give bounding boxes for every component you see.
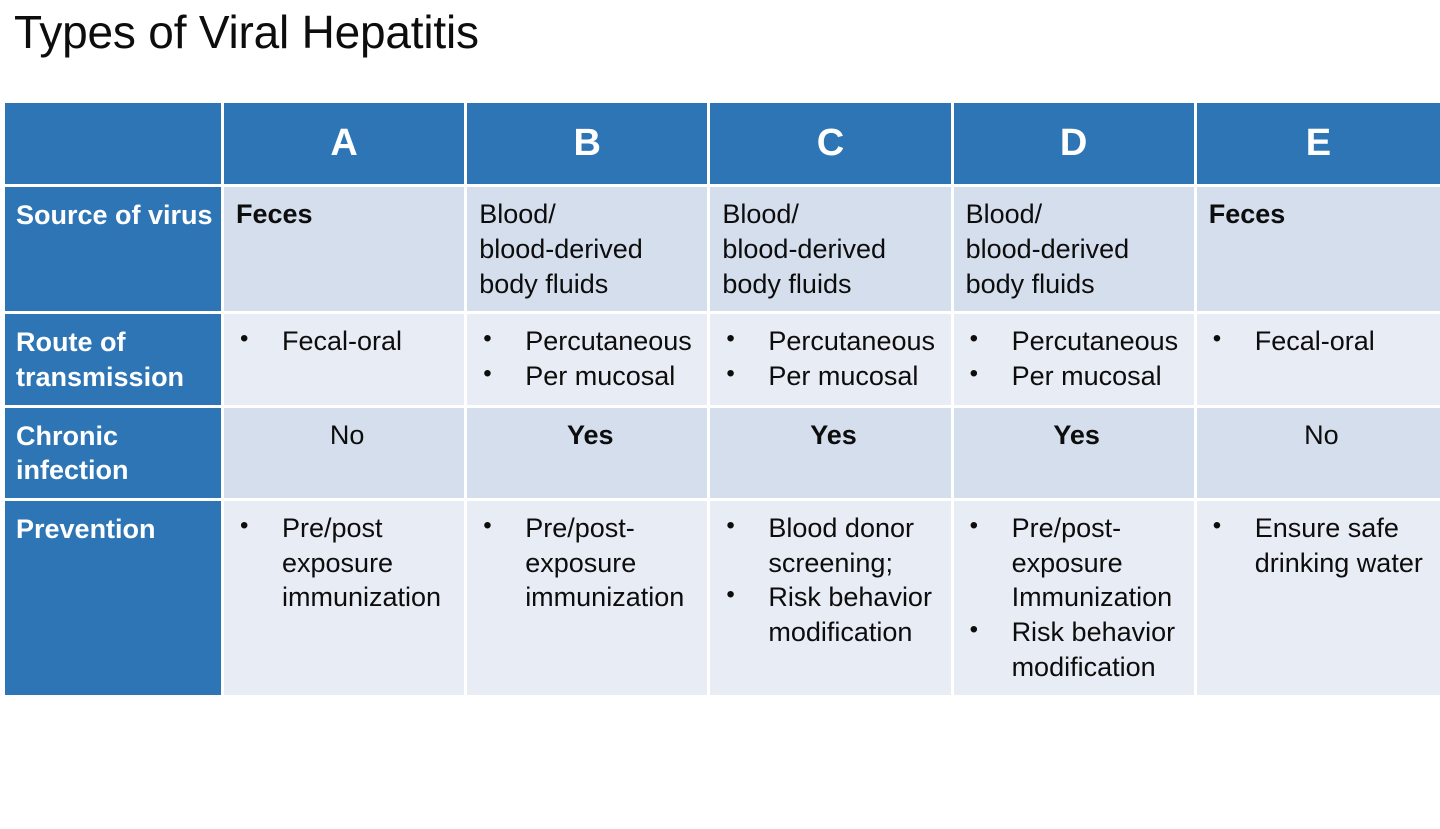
column-header-b: B <box>467 103 711 187</box>
bullet-item: Pre/post exposure immunization <box>236 510 458 615</box>
bullet-item: Pre/post- exposure immunization <box>479 510 701 615</box>
bullet-list: Blood donor screening;Risk behavior modi… <box>722 510 944 650</box>
bullet-list: Pre/post exposure immunization <box>236 510 458 615</box>
table-cell: Ensure safe drinking water <box>1196 500 1440 695</box>
bullet-item: Per mucosal <box>479 358 701 394</box>
bullet-list: PercutaneousPer mucosal <box>722 323 944 394</box>
comparison-table: A B C D E Source of virus Feces Blood/bloo… <box>5 103 1440 695</box>
table-cell: Pre/post- exposure immunization <box>467 500 711 695</box>
cell-text: Yes <box>810 419 857 450</box>
bullet-list: Pre/post- exposure immunization <box>479 510 701 615</box>
column-header-a: A <box>224 103 468 187</box>
bullet-item: Risk behavior modification <box>966 614 1188 685</box>
bullet-list: Fecal-oral <box>236 323 458 359</box>
column-header-c: C <box>710 103 954 187</box>
bullet-item: Per mucosal <box>966 358 1188 394</box>
table-cell: Blood donor screening;Risk behavior modi… <box>710 500 954 695</box>
table-cell: Yes <box>953 407 1197 501</box>
cell-text: Yes <box>1053 419 1100 450</box>
table-header: A B C D E <box>5 103 1440 187</box>
cell-text: No <box>1304 419 1339 450</box>
row-label: Chronic infection <box>5 407 224 501</box>
table-cell: Fecal-oral <box>224 314 468 408</box>
bullet-item: Percutaneous <box>479 323 701 359</box>
table-cell: No <box>1196 407 1440 501</box>
cell-text: Feces <box>1208 199 1286 229</box>
column-header-e: E <box>1196 103 1440 187</box>
page-title: Types of Viral Hepatitis <box>14 6 479 58</box>
table-cell: Yes <box>710 407 954 501</box>
bullet-item: Fecal-oral <box>1209 323 1434 359</box>
cell-text: Feces <box>236 199 313 229</box>
table-row: Chronic infection No Yes Yes Yes No <box>5 407 1440 501</box>
table-cell: No <box>224 407 468 501</box>
bullet-list: Fecal-oral <box>1209 323 1434 359</box>
header-row: A B C D E <box>5 103 1440 187</box>
table-cell: Feces <box>1196 187 1440 315</box>
table-cell: PercutaneousPer mucosal <box>710 314 954 408</box>
bullet-item: Fecal-oral <box>236 323 458 359</box>
cell-text: No <box>329 419 365 450</box>
cell-text: Yes <box>567 419 614 450</box>
table-row: Route of transmission Fecal-oral Percutane… <box>5 314 1440 408</box>
table-cell: Feces <box>224 187 468 315</box>
row-label: Route of transmission <box>5 314 224 408</box>
table-corner-cell <box>5 103 224 187</box>
bullet-list: Ensure safe drinking water <box>1209 510 1434 581</box>
table-cell: PercutaneousPer mucosal <box>953 314 1197 408</box>
row-label: Prevention <box>5 500 224 695</box>
bullet-item: Percutaneous <box>722 323 944 359</box>
table-cell: PercutaneousPer mucosal <box>467 314 711 408</box>
bullet-item: Blood donor screening; <box>722 510 944 581</box>
bullet-item: Risk behavior modification <box>722 579 944 650</box>
table-row: PreventionPre/post exposure immunization… <box>5 500 1440 695</box>
bullet-list: PercutaneousPer mucosal <box>966 323 1188 394</box>
hepatitis-comparison-table: A B C D E Source of virus Feces Blood/bloo… <box>5 103 1440 695</box>
bullet-item: Percutaneous <box>966 323 1188 359</box>
row-label: Source of virus <box>5 187 224 315</box>
table-cell: Fecal-oral <box>1196 314 1440 408</box>
table-cell: Yes <box>467 407 711 501</box>
bullet-list: PercutaneousPer mucosal <box>479 323 701 394</box>
table-cell: Pre/post- exposure ImmunizationRisk beha… <box>953 500 1197 695</box>
bullet-item: Ensure safe drinking water <box>1209 510 1434 581</box>
bullet-list: Pre/post- exposure ImmunizationRisk beha… <box>966 510 1188 685</box>
table-cell: Pre/post exposure immunization <box>224 500 468 695</box>
bullet-item: Per mucosal <box>722 358 944 394</box>
column-header-d: D <box>953 103 1197 187</box>
bullet-item: Pre/post- exposure Immunization <box>966 510 1188 615</box>
